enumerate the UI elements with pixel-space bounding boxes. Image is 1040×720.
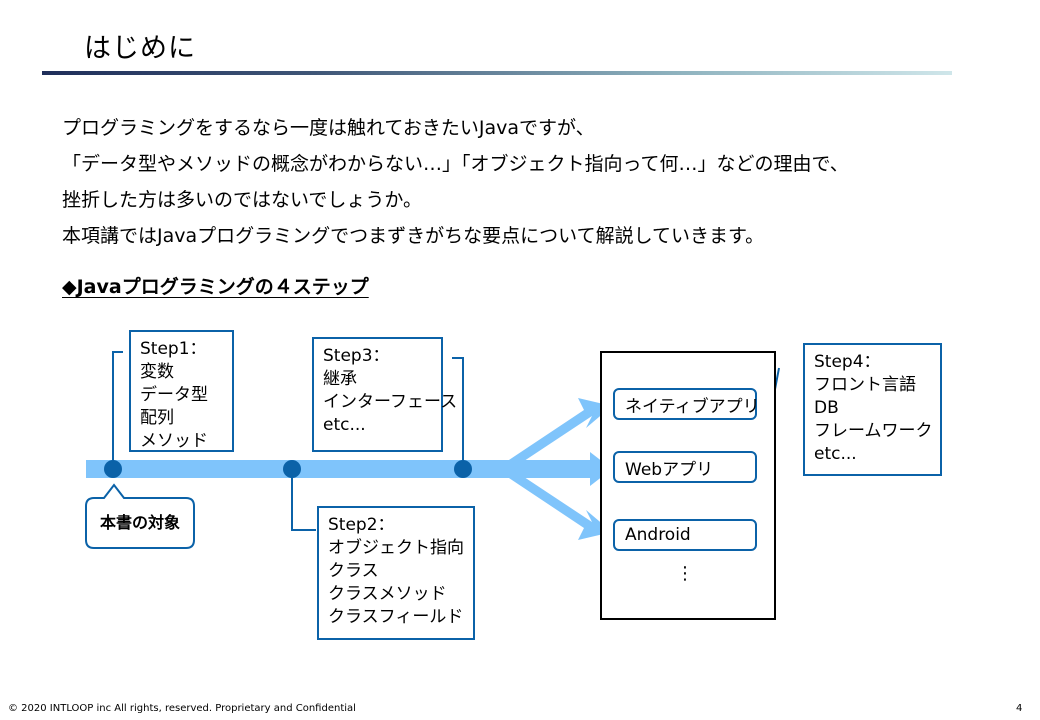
page-number: 4 [1016, 703, 1023, 714]
step1-box: Step1： 変数 データ型 配列 メソッド [129, 330, 234, 452]
target-callout-bubble [85, 483, 195, 549]
step3-box: Step3： 継承 インターフェース etc... [312, 337, 458, 452]
step-item: 配列 [140, 408, 174, 428]
platform-android: Android [613, 519, 757, 551]
platform-ellipsis: ⋮ [676, 563, 694, 584]
step-item: フロント言語 [814, 375, 916, 395]
step-item: クラスフィールド [328, 607, 464, 627]
step-item: クラスメソッド [328, 584, 447, 604]
step4-box: Step4： フロント言語 DB フレームワーク etc... [803, 343, 942, 476]
step-title: Step2： [328, 515, 395, 535]
intro-text: プログラミングをするなら一度は触れておきたいJavaですが、 「データ型やメソッ… [62, 110, 849, 254]
step-item: データ型 [140, 385, 208, 405]
step2-connector [291, 469, 316, 531]
step-title: Step3： [323, 346, 390, 366]
step-item: クラス [328, 561, 379, 581]
step-item: etc... [323, 415, 366, 435]
step-item: 変数 [140, 362, 174, 382]
platform-web-app: Webアプリ [613, 451, 757, 483]
step2-box: Step2： オブジェクト指向 クラス クラスメソッド クラスフィールド [317, 506, 475, 640]
step-title: Step4： [814, 352, 881, 372]
step-item: インターフェース [323, 392, 458, 412]
step-item: オブジェクト指向 [328, 538, 464, 558]
branch-arrow-upper [492, 398, 612, 469]
step-item: フレームワーク [814, 421, 933, 441]
intro-line: 本項講ではJavaプログラミングでつまずきがちな要点について解説していきます。 [62, 225, 765, 247]
platform-native-app: ネイティブアプリ [613, 388, 760, 420]
target-callout: 本書の対象 [99, 513, 180, 532]
intro-line: 「データ型やメソッドの概念がわからない…」「オブジェクト指向って何…」などの理由… [62, 153, 849, 175]
footer-copyright: © 2020 INTLOOP inc All rights, reserved.… [8, 703, 356, 714]
step-title: Step1： [140, 339, 207, 359]
timeline-node-3 [454, 460, 472, 478]
step-item: DB [814, 398, 839, 418]
intro-line: 挫折した方は多いのではないでしょうか。 [62, 189, 423, 211]
timeline-node-2 [283, 460, 301, 478]
intro-line: プログラミングをするなら一度は触れておきたいJavaですが、 [62, 117, 595, 139]
timeline-node-1 [104, 460, 122, 478]
step-item: メソッド [140, 431, 208, 451]
branch-arrow-middle [500, 452, 612, 486]
page-title: はじめに [84, 33, 196, 64]
step1-connector [112, 351, 123, 469]
title-underline [42, 71, 952, 75]
step-item: 継承 [323, 369, 357, 389]
branch-arrow-lower [492, 469, 612, 540]
step-item: etc... [814, 444, 857, 464]
step3-connector [452, 357, 464, 469]
section-heading: ◆Javaプログラミングの４ステップ [62, 276, 369, 298]
